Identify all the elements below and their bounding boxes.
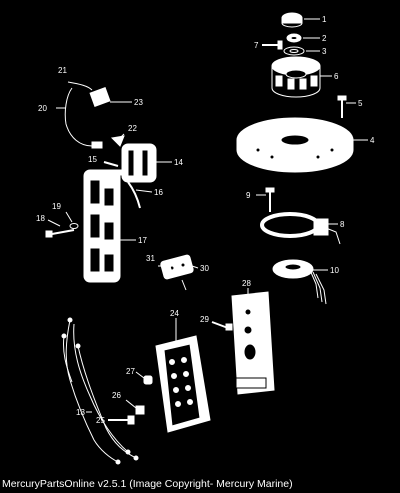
callout-8: 8 — [340, 220, 345, 229]
callout-19: 19 — [52, 202, 61, 211]
exploded-parts-diagram: 1 2 3 7 6 5 4 9 8 10 21 20 23 22 15 14 1… — [36, 12, 375, 465]
callout-20: 20 — [38, 104, 47, 113]
part-25-bolt[interactable] — [108, 415, 135, 425]
part-30-terminal-block[interactable] — [160, 254, 199, 291]
part-19-washer[interactable] — [65, 211, 79, 229]
part-13-wire-harness[interactable] — [61, 317, 139, 465]
part-31-screws[interactable] — [158, 259, 173, 277]
part-29-screw[interactable] — [211, 321, 233, 331]
callout-29: 29 — [200, 315, 209, 324]
callout-5: 5 — [358, 99, 363, 108]
callout-27: 27 — [126, 367, 135, 376]
callout-24: 24 — [170, 309, 179, 318]
copyright-footer: MercuryPartsOnline v2.5.1 (Image Copyrig… — [2, 478, 293, 490]
part-10-sensor-ring[interactable] — [272, 259, 328, 305]
part-26-nut[interactable] — [125, 399, 145, 415]
part-14-ignition-coil[interactable] — [121, 143, 172, 183]
part-3-washer[interactable] — [283, 46, 320, 56]
callout-26: 26 — [112, 391, 121, 400]
callout-13: 13 — [76, 408, 85, 417]
callout-6: 6 — [334, 72, 339, 81]
part-28-mounting-plate[interactable] — [231, 288, 275, 395]
callout-23: 23 — [134, 98, 143, 107]
part-7-screw[interactable] — [262, 40, 283, 50]
part-9-screw[interactable] — [256, 187, 275, 212]
part-4-stator-plate[interactable] — [236, 117, 368, 173]
callout-14: 14 — [174, 158, 183, 167]
callout-21: 21 — [58, 66, 67, 75]
callout-17: 17 — [138, 236, 147, 245]
callout-28: 28 — [242, 279, 251, 288]
part-22-coil-cap[interactable] — [110, 133, 125, 147]
callout-labels: 1 2 3 7 6 5 4 9 8 10 21 20 23 22 15 14 1… — [36, 15, 375, 425]
callout-10: 10 — [330, 266, 339, 275]
part-8-trigger-ring[interactable] — [260, 212, 341, 245]
callout-18: 18 — [36, 214, 45, 223]
callout-7: 7 — [254, 41, 259, 50]
part-1-cap[interactable] — [281, 12, 320, 28]
callout-30: 30 — [200, 264, 209, 273]
callout-2: 2 — [322, 34, 327, 43]
part-6-flywheel-hub[interactable] — [271, 56, 332, 98]
callout-4: 4 — [370, 136, 375, 145]
callout-9: 9 — [246, 191, 251, 200]
part-23-terminal[interactable] — [89, 87, 132, 107]
callout-25: 25 — [96, 416, 105, 425]
part-21-spark-lead[interactable] — [56, 81, 103, 149]
callout-1: 1 — [322, 15, 327, 24]
part-18-bolt[interactable] — [45, 219, 75, 238]
callout-31: 31 — [146, 254, 155, 263]
callout-15: 15 — [88, 155, 97, 164]
callout-3: 3 — [322, 47, 327, 56]
callout-16: 16 — [154, 188, 163, 197]
part-17-coil-bracket[interactable] — [83, 169, 136, 283]
callout-22: 22 — [128, 124, 137, 133]
part-27-screw[interactable] — [135, 371, 153, 385]
part-24-switch-box[interactable] — [155, 318, 211, 433]
part-2-nut[interactable] — [286, 33, 320, 43]
part-5-bolt[interactable] — [337, 95, 356, 118]
part-16-lead[interactable] — [127, 181, 153, 209]
